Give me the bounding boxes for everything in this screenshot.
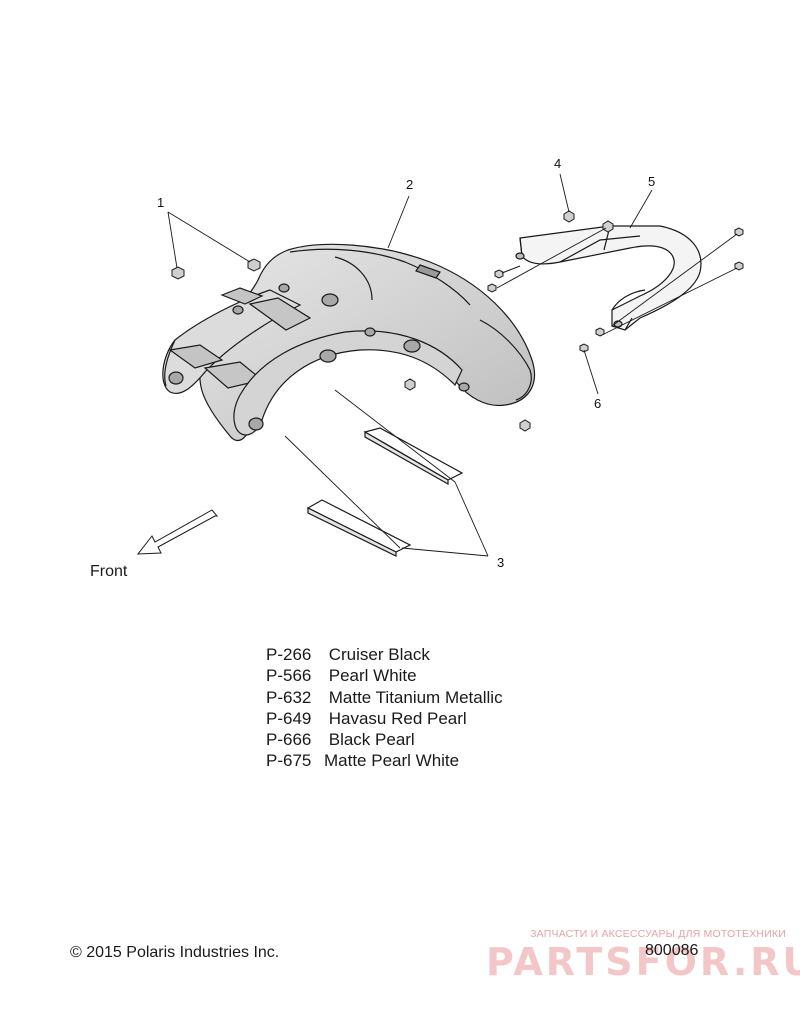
paint-code-row: P-649 Havasu Red Pearl bbox=[266, 708, 503, 729]
drawing-number: 800086 bbox=[645, 942, 699, 959]
fender-fasteners bbox=[171, 258, 531, 432]
callout-1: 1 bbox=[157, 195, 164, 210]
paint-code: P-632 bbox=[266, 687, 312, 707]
paint-code-row: P-566 Pearl White bbox=[266, 665, 503, 686]
watermark: ЗАПЧАСТИ И АКСЕССУАРЫ ДЛЯ МОТОТЕХНИКИ PA… bbox=[486, 928, 800, 984]
paint-code-row: P-675 Matte Pearl White bbox=[266, 750, 503, 771]
rear-fender bbox=[162, 243, 536, 441]
callout-5: 5 bbox=[648, 174, 655, 189]
paint-code: P-566 bbox=[266, 666, 312, 686]
paint-name: Cruiser Black bbox=[328, 645, 430, 664]
decals bbox=[306, 427, 464, 557]
arrow-down-left-icon bbox=[136, 509, 219, 555]
paint-code-row: P-632 Matte Titanium Metallic bbox=[266, 687, 503, 708]
paint-name: Havasu Red Pearl bbox=[328, 708, 467, 728]
watermark-logo: PARTSFOR.RU bbox=[486, 940, 800, 984]
paint-code: P-666 bbox=[266, 730, 312, 750]
paint-code-row: P-266 Cruiser Black bbox=[266, 644, 503, 665]
fender-support-bracket bbox=[515, 225, 702, 331]
front-direction-label: Front bbox=[90, 563, 128, 580]
callout-2: 2 bbox=[406, 177, 413, 192]
callout-3: 3 bbox=[497, 555, 504, 570]
paint-code: P-649 bbox=[266, 708, 312, 728]
paint-code: P-675 bbox=[266, 751, 312, 771]
leader-lines bbox=[167, 173, 738, 557]
copyright-notice: © 2015 Polaris Industries Inc. bbox=[70, 944, 280, 961]
paint-name: Matte Pearl White bbox=[324, 751, 460, 771]
callout-6: 6 bbox=[594, 396, 601, 411]
paint-code-row: P-666 Black Pearl bbox=[266, 729, 503, 750]
watermark-tagline: ЗАПЧАСТИ И АКСЕССУАРЫ ДЛЯ МОТОТЕХНИКИ bbox=[530, 928, 786, 940]
paint-name: Black Pearl bbox=[328, 730, 415, 750]
paint-code-list: P-266 Cruiser Black P-566 Pearl White P-… bbox=[266, 644, 503, 772]
paint-code: P-266 bbox=[266, 645, 312, 664]
paint-name: Matte Titanium Metallic bbox=[328, 687, 503, 707]
paint-name: Pearl White bbox=[328, 666, 417, 686]
callout-4: 4 bbox=[554, 156, 561, 171]
